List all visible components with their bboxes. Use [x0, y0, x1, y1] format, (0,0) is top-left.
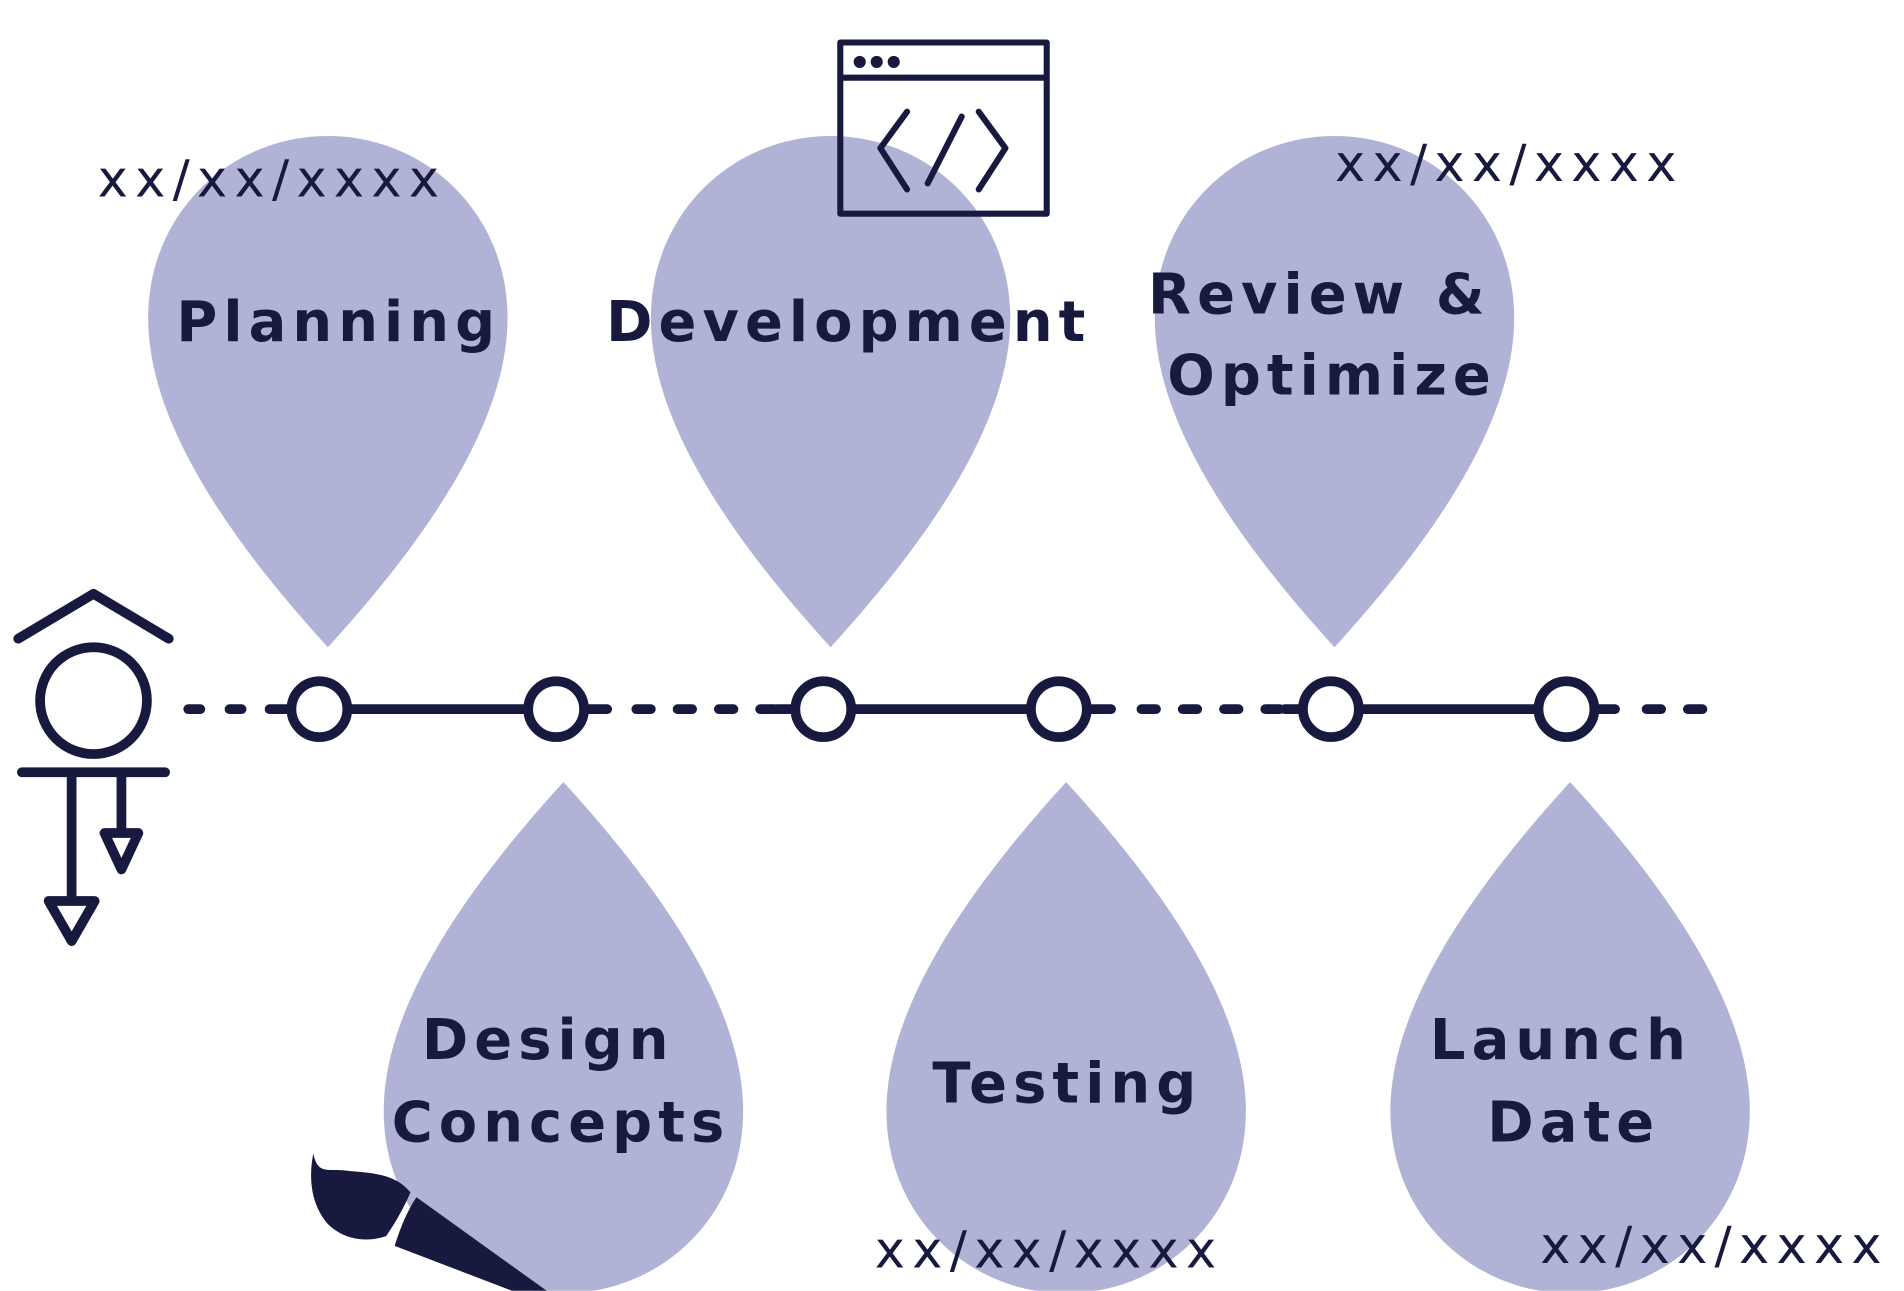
drop-launch-date — [1390, 782, 1750, 1291]
paintbrush-icon — [311, 1153, 547, 1291]
date-launch-date: xx/xx/xxxx — [1540, 1217, 1889, 1276]
label-planning: Planning — [176, 290, 501, 355]
home-person-icon — [13, 588, 174, 946]
drop-development — [650, 136, 1011, 648]
label-review-optimize: Review & Optimize — [1148, 262, 1516, 408]
node-1 — [286, 676, 353, 742]
label-launch-date: Launch Date — [1430, 1008, 1718, 1156]
date-review-optimize: xx/xx/xxxx — [1335, 135, 1684, 194]
drop-planning — [148, 136, 508, 648]
code-window-icon — [837, 39, 1050, 217]
label-development: Development — [606, 290, 1091, 355]
node-2 — [523, 676, 589, 742]
drop-testing — [886, 782, 1246, 1291]
label-testing: Testing — [932, 1052, 1202, 1117]
node-4 — [1026, 676, 1092, 742]
label-design-concepts: Design Concepts — [392, 1008, 731, 1156]
node-6 — [1533, 676, 1600, 742]
node-3 — [790, 676, 857, 742]
drop-review-optimize — [1154, 136, 1515, 648]
node-5 — [1298, 676, 1364, 742]
date-planning: xx/xx/xxxx — [98, 151, 447, 210]
drop-design-concepts — [383, 782, 744, 1291]
date-testing: xx/xx/xxxx — [875, 1222, 1224, 1281]
